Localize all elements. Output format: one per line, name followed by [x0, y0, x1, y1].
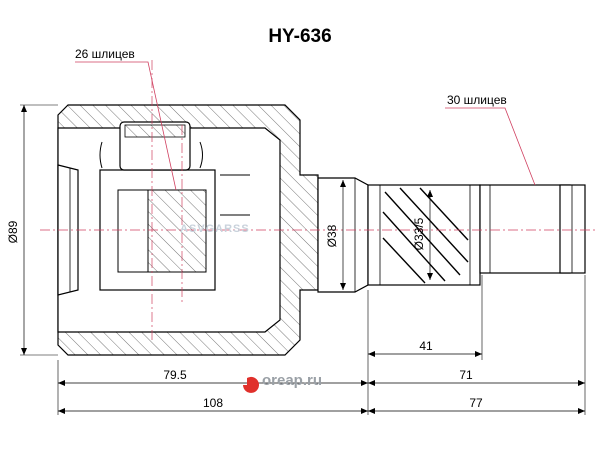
housing-body [57, 104, 319, 356]
oreap-logo: oreap.ru [243, 372, 322, 393]
right-splines-label: 30 шлицев [447, 93, 507, 107]
leader-lines [75, 61, 536, 191]
dim-108-label: 108 [203, 396, 223, 410]
outer-diameter-label: Ø89 [6, 220, 20, 243]
end-shaft [479, 184, 586, 274]
watermark-text: ASVGARSS [180, 223, 250, 235]
part-number-title: HY-636 [268, 26, 331, 47]
dim-77-label: 77 [469, 396, 483, 410]
center-lines [40, 60, 595, 340]
dim-79-5-label: 79.5 [163, 368, 187, 382]
oreap-logo-mark [243, 376, 259, 393]
oreap-logo-text: oreap.ru [262, 372, 322, 389]
dim-41-label: 41 [419, 339, 433, 353]
dim-71-label: 71 [459, 368, 473, 382]
spline-section [367, 184, 481, 286]
dimension-lines [21, 105, 585, 414]
left-splines-label: 26 шлицев [75, 47, 135, 61]
mid-diameter-label: Ø38 [325, 224, 339, 247]
spline-diameter-label: Ø33/5 [412, 217, 426, 250]
